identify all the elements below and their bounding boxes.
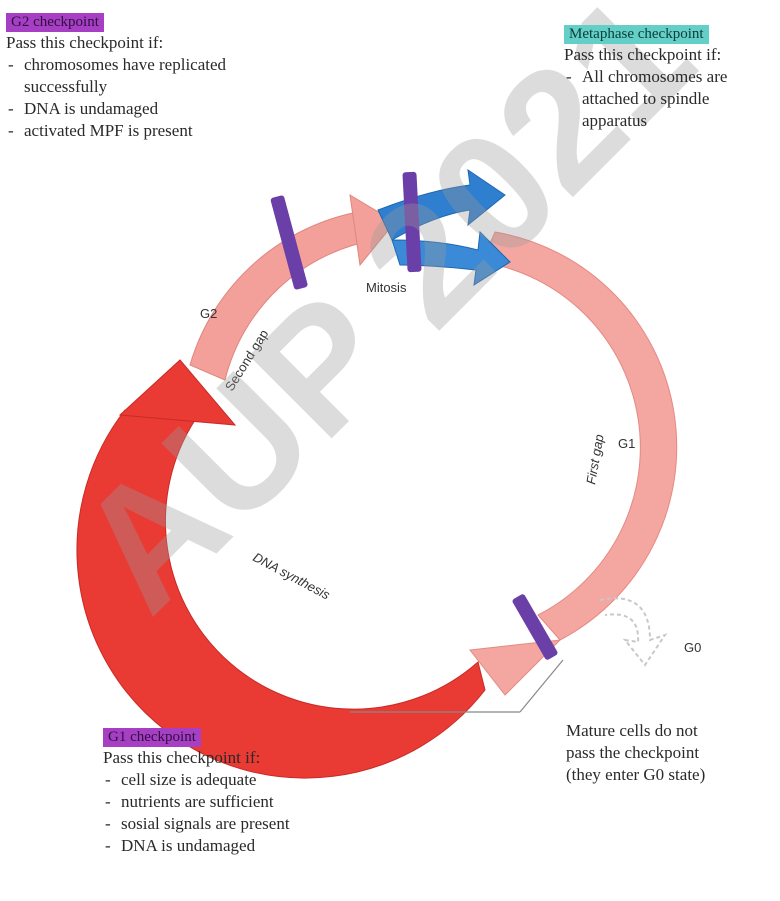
label-g2: G2 xyxy=(200,306,217,321)
label-g1: G1 xyxy=(618,436,635,451)
g1-condition-4: DNA is undamaged xyxy=(103,835,353,857)
g2-conditions: chromosomes have replicated successfully… xyxy=(6,54,256,142)
g0-note-line-1: Mature cells do not xyxy=(566,720,776,742)
g2-checkpoint-badge: G2 checkpoint xyxy=(6,13,104,32)
label-s: S xyxy=(250,608,259,623)
g0-note-line-3: (they enter G0 state) xyxy=(566,764,776,786)
g1-condition-3: sosial signals are present xyxy=(103,813,353,835)
g1-condition-2: nutrients are sufficient xyxy=(103,791,353,813)
g1-checkpoint-badge: G1 checkpoint xyxy=(103,728,201,747)
g0-exit-arrow xyxy=(600,598,665,665)
g2-condition-1: chromosomes have replicated successfully xyxy=(6,54,256,98)
g1-intro: Pass this checkpoint if: xyxy=(103,747,353,769)
g0-note-line-2: pass the checkpoint xyxy=(566,742,776,764)
g2-checkpoint-panel: G2 checkpoint Pass this checkpoint if: c… xyxy=(6,10,256,142)
metaphase-checkpoint-badge: Metaphase checkpoint xyxy=(564,25,709,44)
g2-condition-3: activated MPF is present xyxy=(6,120,256,142)
g0-note: Mature cells do not pass the checkpoint … xyxy=(566,720,776,786)
label-first-gap: First gap xyxy=(583,433,607,485)
metaphase-condition-1: All chromosomes are attached to spindle … xyxy=(564,66,774,132)
g1-checkpoint-panel: G1 checkpoint Pass this checkpoint if: c… xyxy=(103,725,353,857)
g1-condition-1: cell size is adequate xyxy=(103,769,353,791)
g1-conditions: cell size is adequate nutrients are suff… xyxy=(103,769,353,857)
metaphase-conditions: All chromosomes are attached to spindle … xyxy=(564,66,774,132)
g2-intro: Pass this checkpoint if: xyxy=(6,32,256,54)
label-g0: G0 xyxy=(684,640,701,655)
metaphase-intro: Pass this checkpoint if: xyxy=(564,44,774,66)
metaphase-checkpoint-panel: Metaphase checkpoint Pass this checkpoin… xyxy=(564,22,774,132)
g2-condition-2: DNA is undamaged xyxy=(6,98,256,120)
